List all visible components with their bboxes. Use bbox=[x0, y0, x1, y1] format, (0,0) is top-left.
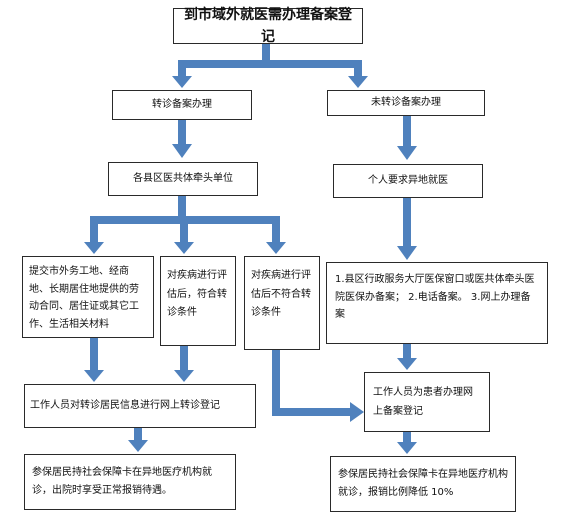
option-not-meets-text: 对疾病进行评估后不符合转诊条件 bbox=[251, 270, 311, 318]
title-box: 到市域外就医需办理备案登记 bbox=[173, 7, 363, 45]
arrowhead-to-option-materials bbox=[84, 242, 104, 254]
no-transfer-branch-text: 未转诊备案办理 bbox=[371, 97, 441, 108]
connector-to-option-materials bbox=[90, 216, 98, 244]
connector-title-down bbox=[262, 44, 270, 64]
transfer-branch-box: 转诊备案办理 bbox=[112, 90, 252, 120]
no-transfer-branch-box: 未转诊备案办理 bbox=[327, 90, 485, 116]
arrowhead-to-methods bbox=[397, 246, 417, 260]
arrowhead-to-option-not-meets bbox=[266, 242, 286, 254]
personal-request-text: 个人要求异地就医 bbox=[368, 175, 448, 186]
connector-materials-to-staff bbox=[90, 338, 98, 372]
connector-transfer-to-lead bbox=[178, 120, 186, 146]
staff-register-no-transfer-box: 工作人员为患者办理网上备案登记 bbox=[364, 372, 490, 432]
methods-box: 1.县区行政服务大厅医保窗口或医共体牵头医院医保办备案； 2.电话备案。 3.网… bbox=[326, 262, 548, 344]
connector-to-option-meets bbox=[180, 216, 188, 244]
connector-not-meets-across bbox=[272, 408, 352, 416]
option-not-meets-box: 对疾病进行评估后不符合转诊条件 bbox=[244, 256, 320, 350]
staff-register-no-transfer-text: 工作人员为患者办理网上备案登记 bbox=[373, 387, 473, 417]
arrowhead-to-request bbox=[397, 146, 417, 160]
connector-meets-to-staff bbox=[180, 346, 188, 372]
connector-staff-to-result-right bbox=[403, 432, 411, 444]
arrowhead-to-no-transfer bbox=[348, 76, 368, 88]
connector-branch-horizontal bbox=[178, 60, 362, 68]
connector-methods-to-staff bbox=[403, 344, 411, 360]
lead-unit-box: 各县区医共体牵头单位 bbox=[108, 162, 258, 196]
connector-to-option-not-meets bbox=[272, 216, 280, 244]
arrowhead-to-option-meets bbox=[174, 242, 194, 254]
arrowhead-to-result-left bbox=[128, 440, 148, 452]
arrowhead-meets-to-staff bbox=[174, 370, 194, 382]
arrowhead-to-result-right bbox=[397, 442, 417, 454]
connector-staff-to-result-left bbox=[134, 428, 142, 442]
title-text: 到市域外就医需办理备案登记 bbox=[184, 6, 352, 45]
result-transfer-text: 参保居民持社会保障卡在异地医疗机构就诊，出院时享受正常报销待遇。 bbox=[32, 467, 212, 496]
personal-request-box: 个人要求异地就医 bbox=[333, 164, 483, 198]
connector-to-transfer bbox=[178, 60, 186, 78]
connector-to-no-transfer bbox=[354, 60, 362, 78]
option-materials-text: 提交市外务工地、经商地、长期居住地提供的劳动合同、居住证或其它工作、生活相关材料 bbox=[29, 266, 139, 330]
methods-text: 1.县区行政服务大厅医保窗口或医共体牵头医院医保办备案； 2.电话备案。 3.网… bbox=[335, 274, 535, 320]
connector-not-meets-down bbox=[272, 350, 280, 416]
result-no-transfer-box: 参保居民持社会保障卡在异地医疗机构就诊，报销比例降低 10% bbox=[330, 456, 516, 512]
connector-request-to-methods bbox=[403, 198, 411, 248]
arrowhead-not-meets-to-staff bbox=[350, 402, 364, 422]
arrowhead-to-transfer bbox=[172, 76, 192, 88]
arrowhead-materials-to-staff bbox=[84, 370, 104, 382]
arrowhead-to-lead bbox=[172, 144, 192, 158]
transfer-branch-text: 转诊备案办理 bbox=[152, 99, 212, 110]
staff-register-transfer-box: 工作人员对转诊居民信息进行网上转诊登记 bbox=[24, 384, 256, 428]
arrowhead-methods-to-staff bbox=[397, 358, 417, 370]
connector-lead-down bbox=[178, 196, 186, 218]
option-meets-text: 对疾病进行评估后，符合转诊条件 bbox=[167, 270, 227, 318]
connector-no-transfer-to-request bbox=[403, 116, 411, 148]
staff-register-transfer-text: 工作人员对转诊居民信息进行网上转诊登记 bbox=[30, 400, 220, 411]
option-materials-box: 提交市外务工地、经商地、长期居住地提供的劳动合同、居住证或其它工作、生活相关材料 bbox=[22, 256, 154, 338]
result-no-transfer-text: 参保居民持社会保障卡在异地医疗机构就诊，报销比例降低 10% bbox=[338, 469, 508, 498]
option-meets-box: 对疾病进行评估后，符合转诊条件 bbox=[160, 256, 236, 346]
result-transfer-box: 参保居民持社会保障卡在异地医疗机构就诊，出院时享受正常报销待遇。 bbox=[24, 454, 236, 510]
lead-unit-text: 各县区医共体牵头单位 bbox=[133, 173, 233, 184]
